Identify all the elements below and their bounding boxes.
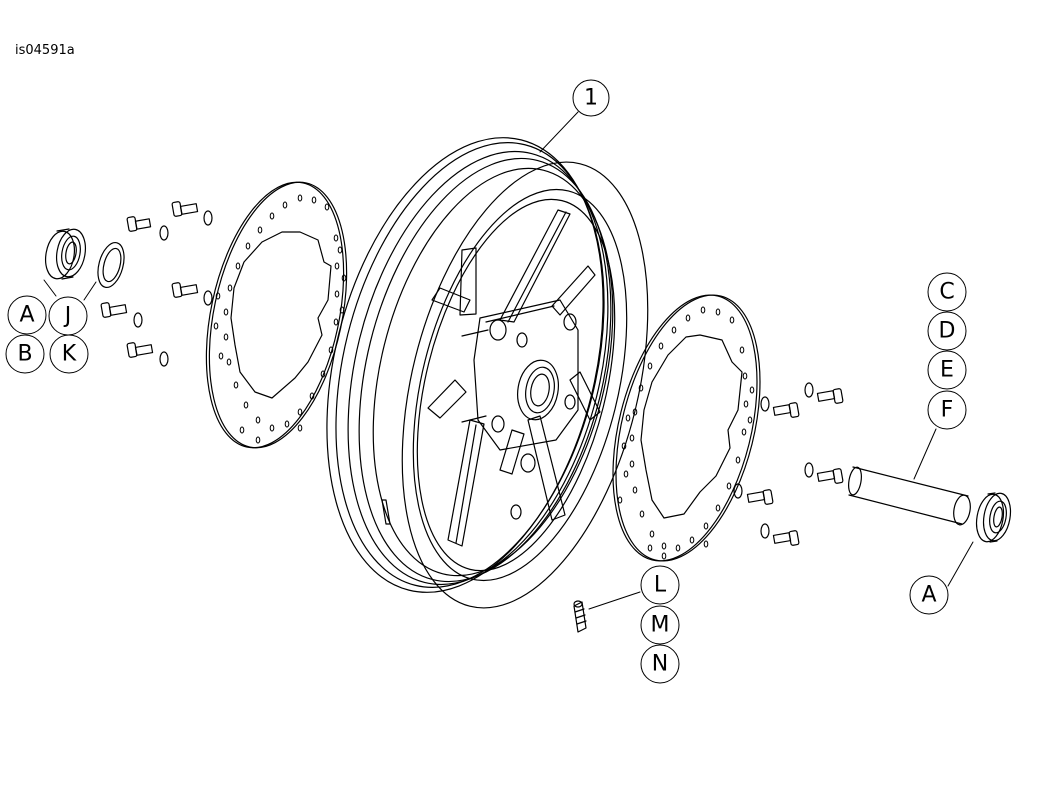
callout-l-label: L xyxy=(654,573,667,598)
right-brake-disc xyxy=(612,294,761,562)
callout-1: 1 xyxy=(572,79,610,117)
tyre-valve xyxy=(573,600,587,633)
callout-m-label: M xyxy=(651,613,670,638)
callout-c: C xyxy=(927,272,967,312)
callout-left-k: K xyxy=(49,334,89,374)
callout-n: N xyxy=(640,644,680,684)
left-bolt-2 xyxy=(171,201,213,226)
left-bolt-3 xyxy=(171,282,213,306)
callout-d: D xyxy=(927,311,967,351)
spacer-tube xyxy=(848,466,971,526)
callout-left-b: B xyxy=(5,334,45,374)
left-bearing xyxy=(44,228,87,280)
callout-f: F xyxy=(927,390,967,430)
left-bolt-1 xyxy=(126,216,169,241)
right-bolt-2 xyxy=(760,396,800,418)
wheel-assembly xyxy=(326,137,649,609)
left-bolt-5 xyxy=(126,342,169,367)
wheel-hub xyxy=(461,299,579,473)
wheel-spokes xyxy=(427,209,601,547)
callout-right-a: A xyxy=(909,575,949,615)
right-bolt-5 xyxy=(760,523,800,546)
callout-1-label: 1 xyxy=(584,86,598,111)
left-brake-disc xyxy=(205,181,348,449)
right-bolt-1 xyxy=(804,382,844,404)
callouts: 1 A B J K C D E xyxy=(5,79,967,684)
callout-left-b-label: B xyxy=(17,342,32,367)
callout-e-label: E xyxy=(940,358,954,383)
right-bolt-3 xyxy=(804,462,844,484)
right-disc-holes xyxy=(617,306,755,560)
left-disc-holes xyxy=(213,194,347,444)
callout-left-k-label: K xyxy=(62,342,77,367)
callout-left-j-label: J xyxy=(63,304,72,329)
left-bolt-4 xyxy=(100,302,143,328)
callout-right-a-label: A xyxy=(921,583,936,608)
callout-d-label: D xyxy=(939,319,956,344)
figure-reference-id: is04591a xyxy=(15,43,75,58)
callout-n-label: N xyxy=(652,652,668,677)
right-bolt-4 xyxy=(733,483,774,505)
callout-m: M xyxy=(640,605,680,645)
callout-left-a: A xyxy=(7,295,47,335)
callout-e: E xyxy=(927,350,967,390)
callout-f-label: F xyxy=(941,398,954,423)
callout-l: L xyxy=(640,565,680,605)
callout-c-label: C xyxy=(939,280,954,305)
right-bearing xyxy=(975,492,1012,543)
callout-left-j: J xyxy=(48,296,88,336)
leader-lines xyxy=(43,111,974,610)
callout-left-a-label: A xyxy=(19,303,34,328)
left-seal xyxy=(97,241,125,289)
